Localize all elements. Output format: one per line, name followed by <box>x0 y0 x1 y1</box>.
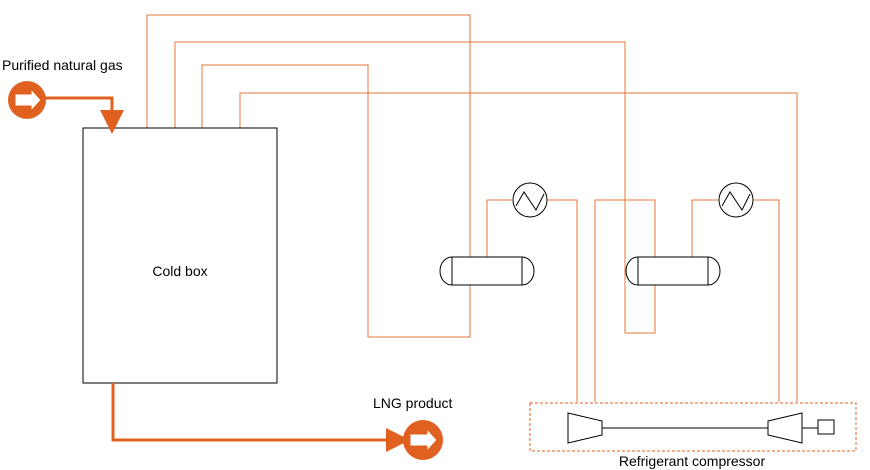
product-label: LNG product <box>373 395 452 411</box>
cold-box-label: Cold box <box>152 263 207 279</box>
cooler-2-icon <box>718 182 754 218</box>
feed-label: Purified natural gas <box>2 57 123 73</box>
cold-box <box>82 127 278 384</box>
compressor-label: Refrigerant compressor <box>619 453 766 469</box>
separator-drum-2-icon <box>625 256 721 286</box>
compressor-stage-2-icon <box>767 412 803 444</box>
compressor-stage-1-icon <box>567 412 603 444</box>
cooler-1-icon <box>512 182 548 218</box>
product-stream <box>111 383 410 452</box>
feed-arrow-icon <box>8 81 46 119</box>
separator-drum-1-icon <box>439 256 535 286</box>
motor-icon <box>817 419 835 435</box>
product-arrow-icon <box>403 420 443 460</box>
refrigerant-lines <box>146 14 798 402</box>
compressor-package-box <box>529 402 857 452</box>
feed-stream <box>40 96 124 134</box>
